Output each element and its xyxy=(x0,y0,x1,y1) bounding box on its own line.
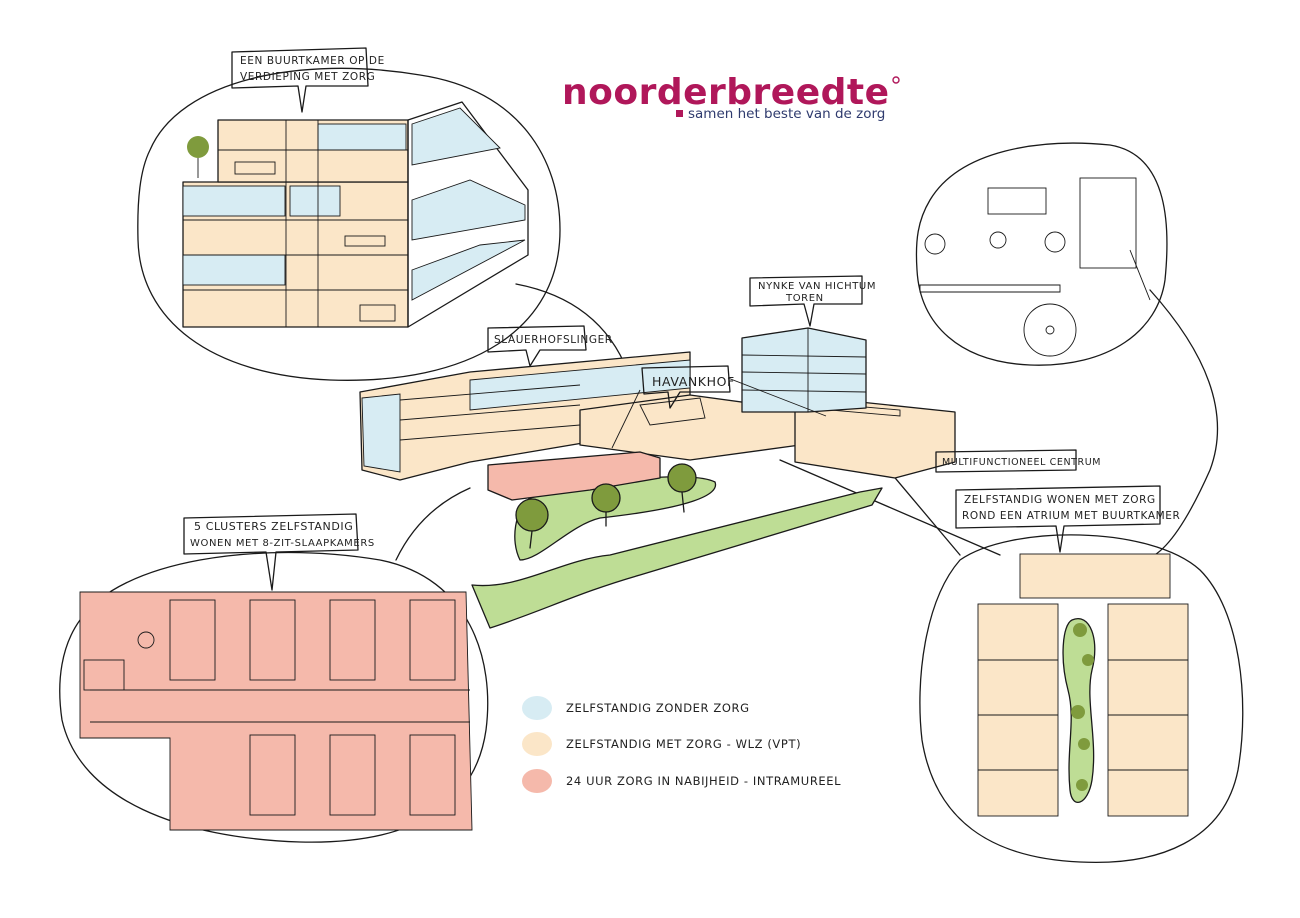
brand-name: noorderbreedte xyxy=(562,72,890,113)
legend-label-pink: 24 UUR ZORG IN NABIJHEID - INTRAMUREEL xyxy=(566,774,841,788)
aerial-complex xyxy=(359,327,956,629)
callout-havankhof-text: HAVANKHOF xyxy=(652,374,735,389)
callout-multi: MULTIFUNCTIONEEL CENTRUM xyxy=(935,449,1101,473)
buurtkamer-vignette: EEN BUURTKAMER OP DE VERDIEPING MET ZORG xyxy=(137,47,561,381)
brand-square-icon xyxy=(676,110,683,117)
callout-clusters-line1: 5 CLUSTERS ZELFSTANDIG xyxy=(194,520,353,533)
brand-degree-icon xyxy=(892,76,900,84)
legend-swatch-peach xyxy=(522,732,552,756)
tower-nynke xyxy=(741,327,867,413)
legend-item-peach: ZELFSTANDIG MET ZORG - WLZ (VPT) xyxy=(522,732,801,756)
callout-havankhof: HAVANKHOF xyxy=(611,365,827,449)
atrium-vignette: ZELFSTANDIG WONEN MET ZORG ROND EEN ATRI… xyxy=(919,485,1244,864)
clusters-vignette: 5 CLUSTERS ZELFSTANDIG WONEN MET 8-ZIT-S… xyxy=(59,513,489,843)
legend-label-peach: ZELFSTANDIG MET ZORG - WLZ (VPT) xyxy=(566,737,801,751)
legend-swatch-blue xyxy=(522,696,552,720)
legend-label-blue: ZELFSTANDIG ZONDER ZORG xyxy=(566,701,750,715)
callout-nynke: NYNKE VAN HICHTUM TOREN xyxy=(749,275,876,327)
legend-swatch-pink xyxy=(522,769,552,793)
brand-tagline: samen het beste van de zorg xyxy=(688,106,885,122)
callout-buurtkamer-line1: EEN BUURTKAMER OP DE xyxy=(240,55,385,67)
callout-clusters-line2: WONEN MET 8-ZIT-SLAAPKAMERS xyxy=(190,538,375,549)
callout-nynke-line2: TOREN xyxy=(785,293,824,304)
callout-slauerhof: SLAUERHOFSLINGER xyxy=(487,325,613,367)
legend-item-pink: 24 UUR ZORG IN NABIJHEID - INTRAMUREEL xyxy=(522,769,841,793)
green-path xyxy=(471,487,883,629)
callout-atrium-line1: ZELFSTANDIG WONEN MET ZORG xyxy=(964,494,1156,506)
callout-multi-text: MULTIFUNCTIONEEL CENTRUM xyxy=(942,457,1101,468)
brand-logo: noorderbreedte samen het beste van de zo… xyxy=(562,72,900,122)
legend: ZELFSTANDIG ZONDER ZORG ZELFSTANDIG MET … xyxy=(522,696,841,793)
callout-atrium-line2: ROND EEN ATRIUM MET BUURTKAMER xyxy=(962,510,1180,522)
callout-buurtkamer-line2: VERDIEPING MET ZORG xyxy=(240,71,375,83)
legend-item-blue: ZELFSTANDIG ZONDER ZORG xyxy=(522,696,750,720)
callout-nynke-line1: NYNKE VAN HICHTUM xyxy=(758,281,876,292)
callout-slauerhof-text: SLAUERHOFSLINGER xyxy=(494,334,613,346)
residents-vignette xyxy=(915,142,1168,366)
